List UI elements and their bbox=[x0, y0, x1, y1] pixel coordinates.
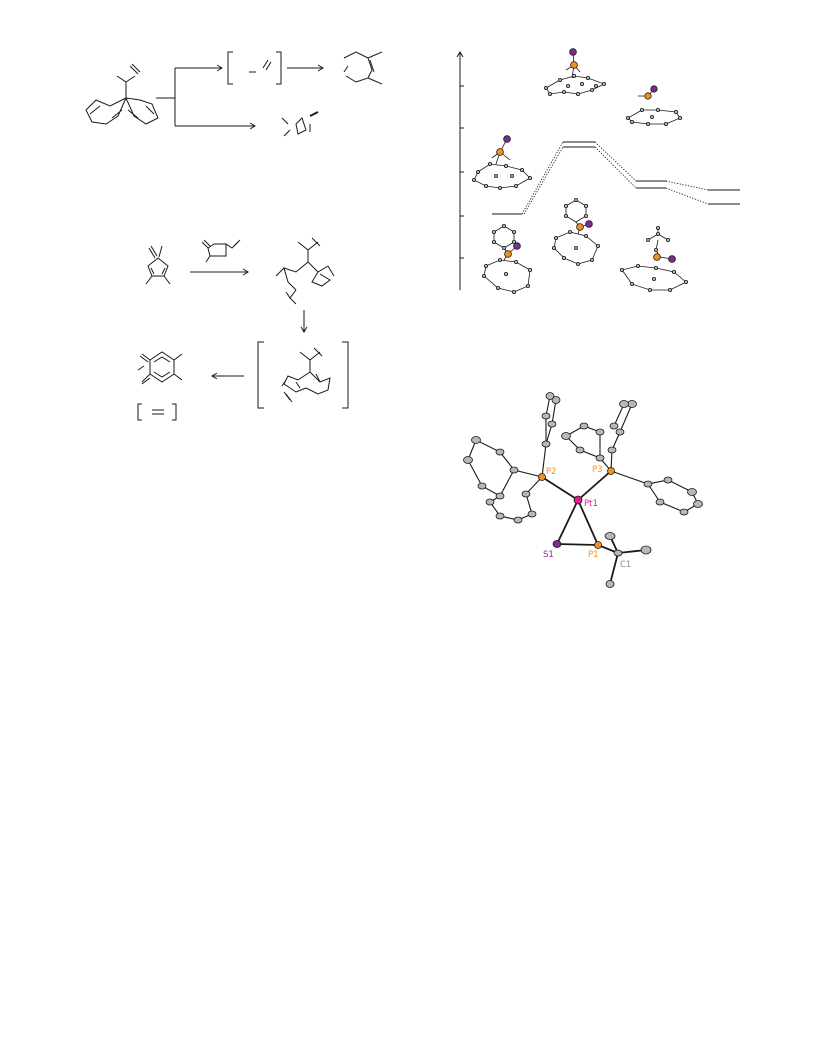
structure-transition-state-top bbox=[544, 48, 607, 97]
diene-reagent bbox=[201, 239, 241, 263]
bracket-right bbox=[276, 51, 282, 85]
bracketed-intermediate-molecule bbox=[281, 347, 331, 403]
energy-axis-ticks bbox=[460, 85, 464, 259]
phosphole-reactant bbox=[145, 245, 171, 285]
energy-profile bbox=[456, 51, 740, 290]
scheme-top-left bbox=[85, 51, 383, 137]
atom-platinum-pt1 bbox=[573, 495, 583, 505]
label-pt1: Pt1 bbox=[584, 499, 598, 509]
side-product-fragment bbox=[281, 111, 319, 137]
bracket-left bbox=[227, 51, 233, 85]
label-p3: P3 bbox=[592, 465, 603, 475]
atom-sulfur-s1 bbox=[552, 540, 562, 548]
p3-phenyl-rings bbox=[565, 403, 699, 513]
atom-phosphorus-p2 bbox=[538, 473, 546, 481]
bicyclic-adduct bbox=[275, 237, 335, 305]
arene-product bbox=[137, 351, 183, 385]
bracket-large-left bbox=[257, 341, 264, 409]
crystal-structure-labels: Pt1 P2 P3 P1 S1 C1 bbox=[543, 465, 631, 570]
structure-product-right bbox=[620, 225, 689, 292]
label-p2: P2 bbox=[546, 467, 557, 477]
structure-adduct-lower-left bbox=[481, 223, 533, 294]
atom-phosphorus-p3 bbox=[607, 467, 615, 475]
label-p1: P1 bbox=[588, 550, 599, 560]
carbon-atoms bbox=[463, 392, 703, 588]
crystal-structure bbox=[463, 392, 703, 588]
scheme-middle-left bbox=[137, 237, 349, 421]
structure-fragment-right bbox=[626, 85, 683, 127]
anthracene-precursor-molecule bbox=[85, 63, 159, 125]
label-c1: C1 bbox=[620, 560, 631, 570]
double-bond-fragment bbox=[152, 409, 164, 415]
atom-phosphorus-p1 bbox=[594, 541, 602, 549]
structure-reactant-left bbox=[471, 135, 533, 190]
six-membered-ring-product bbox=[343, 51, 383, 85]
bracket-small-right bbox=[172, 403, 177, 421]
bracket-small-left bbox=[137, 403, 142, 421]
structure-intermediate-middle bbox=[552, 197, 601, 266]
label-s1: S1 bbox=[543, 550, 554, 560]
bracket-large-right bbox=[342, 341, 349, 409]
energy-profile-structures bbox=[471, 48, 689, 294]
